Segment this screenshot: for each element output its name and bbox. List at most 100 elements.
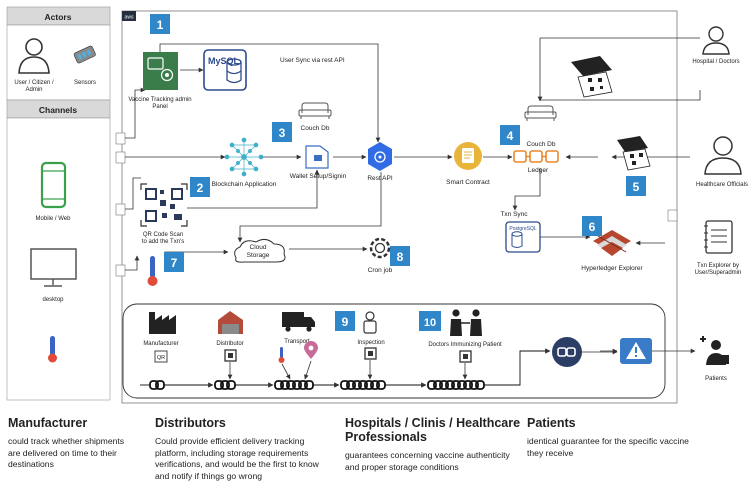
hospital-doctor-icon (702, 26, 730, 55)
rest-api-label: Rest API (367, 175, 392, 182)
alert-icon (620, 338, 652, 364)
step-badge-2 (190, 177, 210, 197)
flow-qr-label: QR (157, 355, 165, 361)
flow-inspection-label: Inspection (357, 340, 384, 346)
user-icon (18, 38, 50, 74)
channel-mobile-label: Mobile / Web (36, 216, 72, 222)
step-number-6: 6 (589, 220, 596, 234)
actors-panel: Actors User / Citizen / Admin Sensors (6, 6, 111, 101)
couch-icon-1 (298, 102, 332, 119)
channels-title: Channels (39, 105, 78, 115)
patients-icon (700, 336, 729, 365)
footer-manufacturer: Manufacturer could track whether shipmen… (8, 416, 148, 471)
blockchain-chain-links (140, 348, 551, 390)
frame-ports (115, 132, 678, 277)
manufacturer-qr-icon: QR (154, 350, 168, 363)
step-badge-7 (164, 252, 184, 272)
location-pin-icon (304, 341, 318, 359)
footer-patients: Patients identical guarantee for the spe… (527, 416, 727, 459)
vaccine-panel-label-line1: Vaccine Tracking admin (128, 97, 191, 103)
transport-thermometer-icon (278, 347, 285, 363)
cloud-storage-label-line1: Cloud (250, 244, 267, 251)
factory-icon (149, 312, 176, 334)
step-number-4: 4 (507, 129, 514, 143)
step-badge-3 (272, 122, 292, 142)
step-badge-6 (582, 216, 602, 236)
txn-sync-label: Txn Sync (500, 211, 528, 218)
doctors-qr-icon (459, 350, 472, 363)
sensor-icon (73, 45, 96, 64)
distributor-warehouse-icon (218, 311, 243, 334)
step-number-1: 1 (157, 18, 164, 32)
connectors (125, 37, 701, 354)
flow-distributor-label: Distributor (216, 341, 243, 347)
step-number-8: 8 (397, 250, 404, 264)
step-badge-4 (500, 125, 520, 145)
notebook-icon (704, 220, 733, 254)
txn-explorer-label-line2: User/Superadmin (695, 270, 742, 276)
step-badge-9 (335, 311, 355, 331)
footer-hospitals: Hospitals / Clinis / Healthcare Professi… (345, 416, 525, 473)
rest-api-icon (368, 142, 392, 171)
flow-transport-label: Transport (284, 339, 310, 345)
footer-manufacturer-body: could track whether shipments are delive… (8, 436, 125, 469)
footer-distributors-body: Could provide efficient delivery trackin… (155, 436, 319, 481)
qr-scan-label-line1: QR Code Scan (143, 232, 183, 238)
vaccine-panel-label-line2: Panel (152, 104, 167, 110)
footer-hospitals-title: Hospitals / Clinis / Healthcare Professi… (345, 416, 521, 444)
hospital-label: Hospital / Doctors (692, 59, 739, 65)
cloud-storage-icon (234, 238, 286, 263)
channels-panel: Channels Mobile / Web desktop (6, 99, 111, 401)
inspection-icon (363, 311, 377, 334)
step-number-9: 9 (342, 315, 349, 329)
transport-truck-icon (282, 312, 315, 332)
wallet-label: Wallet Setup/Signin (290, 173, 347, 180)
channel-desktop-label: desktop (42, 297, 64, 303)
step-badge-8 (390, 246, 410, 266)
thermometer-step7-icon (147, 256, 158, 286)
step-badge-1 (150, 14, 170, 34)
actor-sensors-label: Sensors (74, 80, 96, 86)
supply-chain-flow-box (122, 303, 666, 399)
user-sync-label: User Sync via rest API (280, 57, 345, 64)
flow-doctors-label: Doctors Immunizing Patient (428, 342, 502, 348)
healthcare-official-icon (704, 136, 742, 175)
couchdb-label-1: Couch Db (301, 125, 330, 132)
flow-manufacturer-label: Manufacturer (143, 341, 178, 347)
step-number-7: 7 (171, 256, 178, 270)
cron-gear-icon (369, 237, 391, 259)
actor-user-label-line1: User / Citizen / (14, 80, 54, 86)
wallet-icon (305, 145, 329, 169)
qr-scan-icon (140, 183, 188, 227)
cloud-storage-label-line2: Storage (247, 252, 270, 259)
footer-patients-body: identical guarantee for the specific vac… (527, 436, 689, 458)
qr-scan-label-line2: to add the Txn's (142, 239, 184, 245)
distributor-qr-icon (224, 349, 237, 362)
footer-distributors: Distributors Could provide efficient del… (155, 416, 340, 482)
step-number-2: 2 (197, 181, 204, 195)
blockchain-network-icon (224, 137, 264, 177)
admin-panel-icon (143, 52, 178, 90)
ledger-label: Ledger (528, 167, 549, 174)
actor-user-label-line2: Admin (25, 87, 42, 93)
step-badge-10 (419, 311, 441, 331)
step-number-3: 3 (279, 126, 286, 140)
step-badges: 1 2 3 4 5 6 7 8 9 10 (150, 14, 646, 331)
couchdb-label-2: Couch Db (527, 141, 556, 148)
mysql-icon (203, 49, 247, 91)
couch-icon-2 (524, 105, 557, 121)
step-number-10: 10 (424, 317, 436, 329)
svg-text:aws: aws (125, 15, 134, 21)
hyperledger-explorer-icon (593, 230, 631, 256)
actors-title: Actors (45, 12, 72, 22)
smart-contract-icon (454, 142, 482, 170)
patients-label: Patients (705, 376, 727, 382)
blockchain-app-label: Blockchain Application (212, 181, 277, 188)
step-number-5: 5 (633, 180, 640, 194)
cron-label: Cron job (368, 267, 393, 274)
footer-distributors-title: Distributors (155, 416, 226, 430)
ledger-chain-icon (513, 150, 559, 163)
officials-phone-qr-icon (617, 136, 651, 171)
mysql-label: MySQL (208, 56, 240, 66)
